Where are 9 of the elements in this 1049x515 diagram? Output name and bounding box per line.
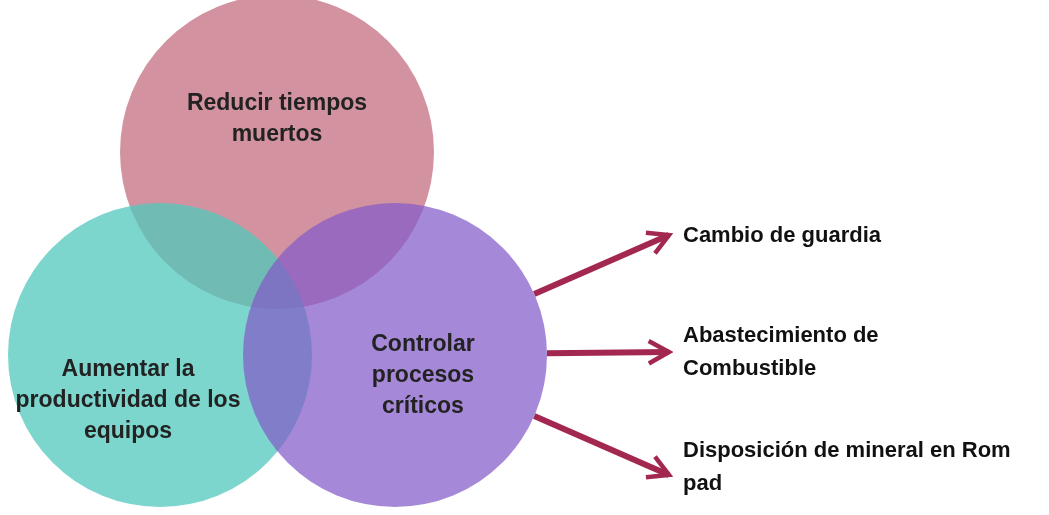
item-text: Disposición de mineral en Rom pad xyxy=(683,433,1013,499)
arrow xyxy=(533,413,672,480)
circle-label: Reducir tiempos muertos xyxy=(185,88,369,148)
arrow xyxy=(546,338,672,366)
circle-label: Aumentar la productividad de los equipos xyxy=(14,354,242,445)
circle-label: Controlar procesos críticos xyxy=(370,329,476,420)
item-text: Abastecimiento de Combustible xyxy=(683,318,1013,384)
item-text: Cambio de guardia xyxy=(683,218,1013,251)
arrow xyxy=(533,230,672,297)
